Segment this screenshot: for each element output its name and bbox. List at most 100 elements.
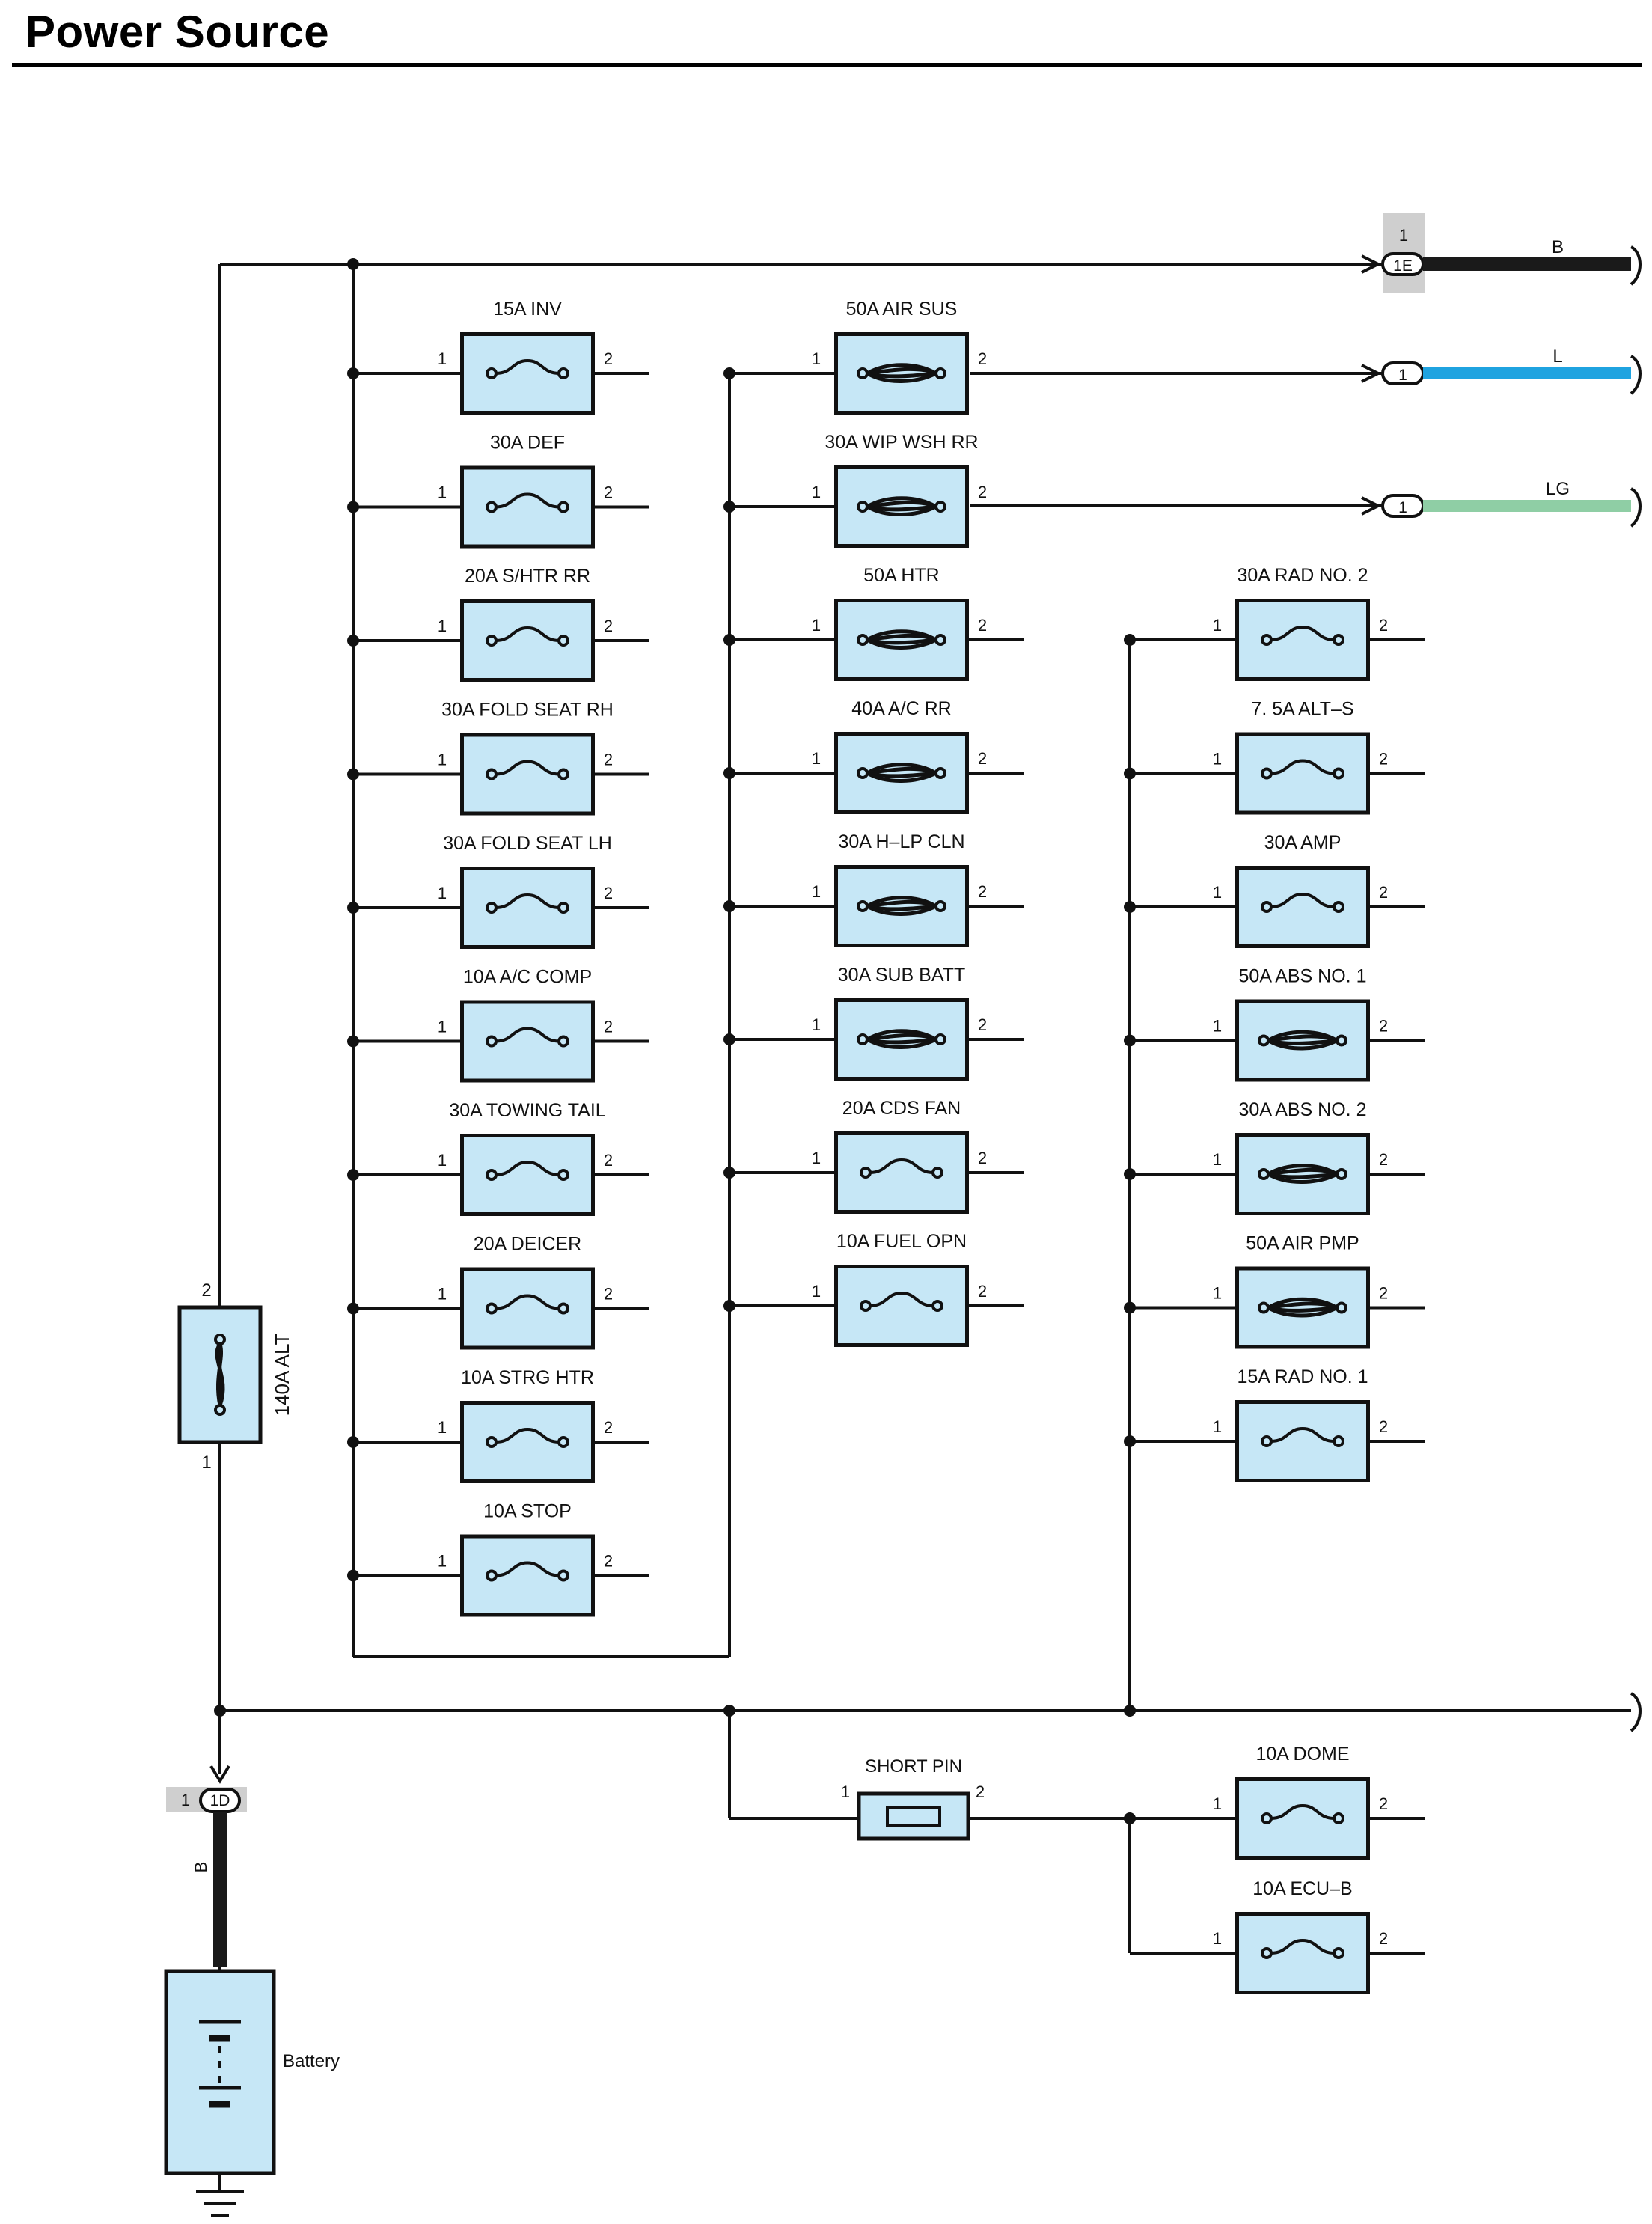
fuse-label: 30A H–LP CLN bbox=[838, 831, 964, 852]
fuse-pin-out: 2 bbox=[604, 1418, 613, 1437]
fuse-label: 40A A/C RR bbox=[851, 698, 951, 719]
bus-break-mark bbox=[1630, 1692, 1642, 1732]
fuse-label: 15A RAD NO. 1 bbox=[1237, 1366, 1368, 1387]
fuse-pin-in: 1 bbox=[812, 1149, 821, 1167]
short-pin-label: SHORT PIN bbox=[865, 1756, 962, 1777]
fuse-pin-out: 2 bbox=[1379, 750, 1388, 769]
fuse-pin-in: 1 bbox=[1213, 1017, 1222, 1036]
connector-l: 1 L bbox=[970, 346, 1642, 395]
connector-lg: 1 LG bbox=[970, 479, 1642, 528]
short-pin-in: 1 bbox=[841, 1782, 850, 1801]
fuse-label: 20A S/HTR RR bbox=[465, 566, 590, 587]
fuse-1-9: 10A STRG HTR 1 2 bbox=[347, 1367, 649, 1482]
conn-l-id: 1 bbox=[1398, 367, 1407, 384]
fuse-1-3: 20A S/HTR RR 1 2 bbox=[347, 566, 649, 680]
fuse-pin-out: 2 bbox=[604, 483, 613, 502]
fuse-label: 10A DOME bbox=[1255, 1744, 1349, 1765]
fuse-label: 30A FOLD SEAT RH bbox=[441, 700, 614, 721]
fuse-pin-in: 1 bbox=[1213, 750, 1222, 769]
conn-1d-id: 1D bbox=[210, 1792, 230, 1809]
fuse-pin-in: 1 bbox=[812, 882, 821, 901]
page-title: Power Source bbox=[25, 7, 330, 57]
fuse-pin-in: 1 bbox=[812, 749, 821, 768]
fuse-pin-in: 1 bbox=[812, 616, 821, 635]
fuse-pin-in: 1 bbox=[438, 349, 447, 368]
conn-1e-pin: 1 bbox=[1399, 226, 1408, 245]
fuse-label: 10A FUEL OPN bbox=[836, 1231, 967, 1252]
fuse-pin-out: 2 bbox=[978, 749, 987, 768]
fuse-label: 50A HTR bbox=[863, 565, 939, 586]
fuse-2-2: 30A WIP WSH RR 1 2 bbox=[723, 432, 987, 546]
fuse-label: 30A SUB BATT bbox=[838, 965, 965, 986]
fuse-pin-out: 2 bbox=[978, 483, 987, 501]
main-wiring bbox=[196, 263, 1631, 2217]
fuse-pin-out: 2 bbox=[978, 1015, 987, 1034]
alt-fuse-label: 140A ALT bbox=[271, 1333, 293, 1416]
fuse-pin-out: 2 bbox=[978, 1282, 987, 1301]
conn-1d-wire-label: B bbox=[192, 1862, 210, 1873]
fuse-pin-out: 2 bbox=[1379, 883, 1388, 902]
fuse-pin-in: 1 bbox=[812, 1015, 821, 1034]
fuse-pin-out: 2 bbox=[978, 1149, 987, 1167]
conn-1e-wire-label: B bbox=[1552, 237, 1564, 257]
fuse-pin-out: 2 bbox=[1379, 1284, 1388, 1303]
fuse-3-2: 7. 5A ALT–S 1 2 bbox=[1124, 699, 1425, 813]
fuse-pin-out: 2 bbox=[604, 884, 613, 902]
fuse-pin-out: 2 bbox=[978, 616, 987, 635]
alt-pin-bottom: 1 bbox=[201, 1452, 211, 1473]
junction-dots bbox=[214, 258, 1136, 1824]
battery: Battery bbox=[164, 1969, 340, 2175]
fuse-pin-out: 2 bbox=[978, 349, 987, 368]
fuse-label: 30A WIP WSH RR bbox=[825, 432, 978, 453]
fuse-pin-out: 2 bbox=[604, 1285, 613, 1304]
fuse-label: 20A CDS FAN bbox=[842, 1098, 961, 1119]
conn-lg-wire-label: LG bbox=[1546, 479, 1570, 499]
conn-lg-id: 1 bbox=[1398, 499, 1407, 516]
fuse-pin-in: 1 bbox=[438, 884, 447, 902]
fuse-3-7: 15A RAD NO. 1 1 2 bbox=[1124, 1366, 1425, 1481]
fuse-pin-out: 2 bbox=[1379, 1417, 1388, 1436]
fuse-pin-out: 2 bbox=[1379, 616, 1388, 635]
fuse-pin-in: 1 bbox=[438, 751, 447, 769]
fuse-pin-out: 2 bbox=[604, 1151, 613, 1170]
fuse-pin-in: 1 bbox=[438, 1418, 447, 1437]
fuse-label: 10A A/C COMP bbox=[463, 967, 592, 988]
fuse-pin-in: 1 bbox=[438, 617, 447, 635]
fuse-pin-out: 2 bbox=[604, 1018, 613, 1036]
conn-1d-pin: 1 bbox=[181, 1791, 190, 1809]
short-pin-out: 2 bbox=[976, 1782, 985, 1801]
conn-l-wire-label: L bbox=[1552, 346, 1562, 367]
fuse-pin-out: 2 bbox=[604, 1552, 613, 1571]
fuse-label: 30A ABS NO. 2 bbox=[1239, 1099, 1367, 1120]
fuse-pin-in: 1 bbox=[1213, 1417, 1222, 1436]
fuse-pin-out: 2 bbox=[1379, 1794, 1388, 1813]
fuse-pin-in: 1 bbox=[1213, 883, 1222, 902]
conn-1e-id: 1E bbox=[1393, 257, 1413, 275]
fuse-label: 7. 5A ALT–S bbox=[1251, 699, 1353, 720]
alt-pin-top: 2 bbox=[201, 1280, 211, 1301]
fuse-2-4: 40A A/C RR 1 2 bbox=[723, 698, 1024, 813]
fuse-2-3: 50A HTR 1 2 bbox=[723, 565, 1024, 679]
alt-fusible-link: 2 1 140A ALT bbox=[177, 1280, 293, 1473]
fuse-pin-in: 1 bbox=[438, 1151, 447, 1170]
fuse-pin-in: 1 bbox=[812, 483, 821, 501]
fuse-pin-out: 2 bbox=[604, 617, 613, 635]
fuse-label: 50A ABS NO. 1 bbox=[1239, 966, 1367, 987]
fuse-label: 10A STRG HTR bbox=[461, 1367, 594, 1388]
fuse-2-7: 20A CDS FAN 1 2 bbox=[723, 1098, 1024, 1212]
